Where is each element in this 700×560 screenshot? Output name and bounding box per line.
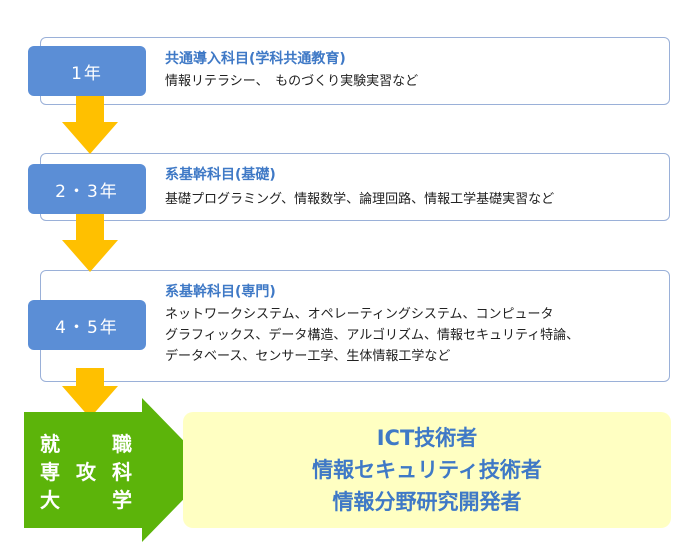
- stage-2-title: 系基幹科目(基礎): [165, 167, 276, 183]
- down-arrow-1: [62, 96, 118, 154]
- green-right-arrow: [24, 398, 212, 542]
- down-arrow-3: [62, 368, 118, 418]
- dest-char: 科: [112, 460, 132, 484]
- career-2: 情報セキュリティ技術者: [312, 458, 542, 482]
- year-box-2: 2・3年: [28, 164, 146, 214]
- stage-1-title: 共通導入科目(学科共通教育): [165, 51, 346, 67]
- destination-row-2: 専 攻 科: [40, 458, 132, 486]
- down-arrow-2: [62, 212, 118, 272]
- career-3: 情報分野研究開発者: [332, 490, 522, 514]
- dest-char: 職: [112, 432, 132, 456]
- stage-3-desc-line-2: グラフィックス、データ構造、アルゴリズム、情報セキュリティ特論、: [165, 328, 580, 343]
- year-box-3: 4・5年: [28, 300, 146, 350]
- career-1: ICT技術者: [376, 426, 478, 450]
- stage-3-desc-line-1: ネットワークシステム、オペレーティングシステム、コンピュータ: [165, 307, 554, 322]
- dest-char: 大: [40, 488, 60, 512]
- stage-1-desc-line-1: 情報リテラシー、 ものづくり実験実習など: [165, 74, 419, 89]
- dest-char: 就: [40, 432, 60, 456]
- dest-char: 学: [112, 488, 132, 512]
- stage-3-title: 系基幹科目(専門): [165, 284, 276, 300]
- stage-3-card: 系基幹科目(専門) ネットワークシステム、オペレーティングシステム、コンピュータ…: [40, 270, 670, 382]
- destination-row-1: 就 職: [40, 430, 132, 458]
- destinations: 就 職 専 攻 科 大 学: [40, 430, 150, 514]
- year-box-1: 1年: [28, 46, 146, 96]
- stage-3-desc-line-3: データベース、センサー工学、生体情報工学など: [165, 349, 451, 364]
- dest-char: 攻: [76, 460, 96, 484]
- destination-row-3: 大 学: [40, 486, 132, 514]
- stage-2-desc-line-1: 基礎プログラミング、情報数学、論理回路、情報工学基礎実習など: [165, 192, 555, 207]
- career-result-box: ICT技術者 情報セキュリティ技術者 情報分野研究開発者: [183, 412, 671, 528]
- dest-char: 専: [40, 460, 60, 484]
